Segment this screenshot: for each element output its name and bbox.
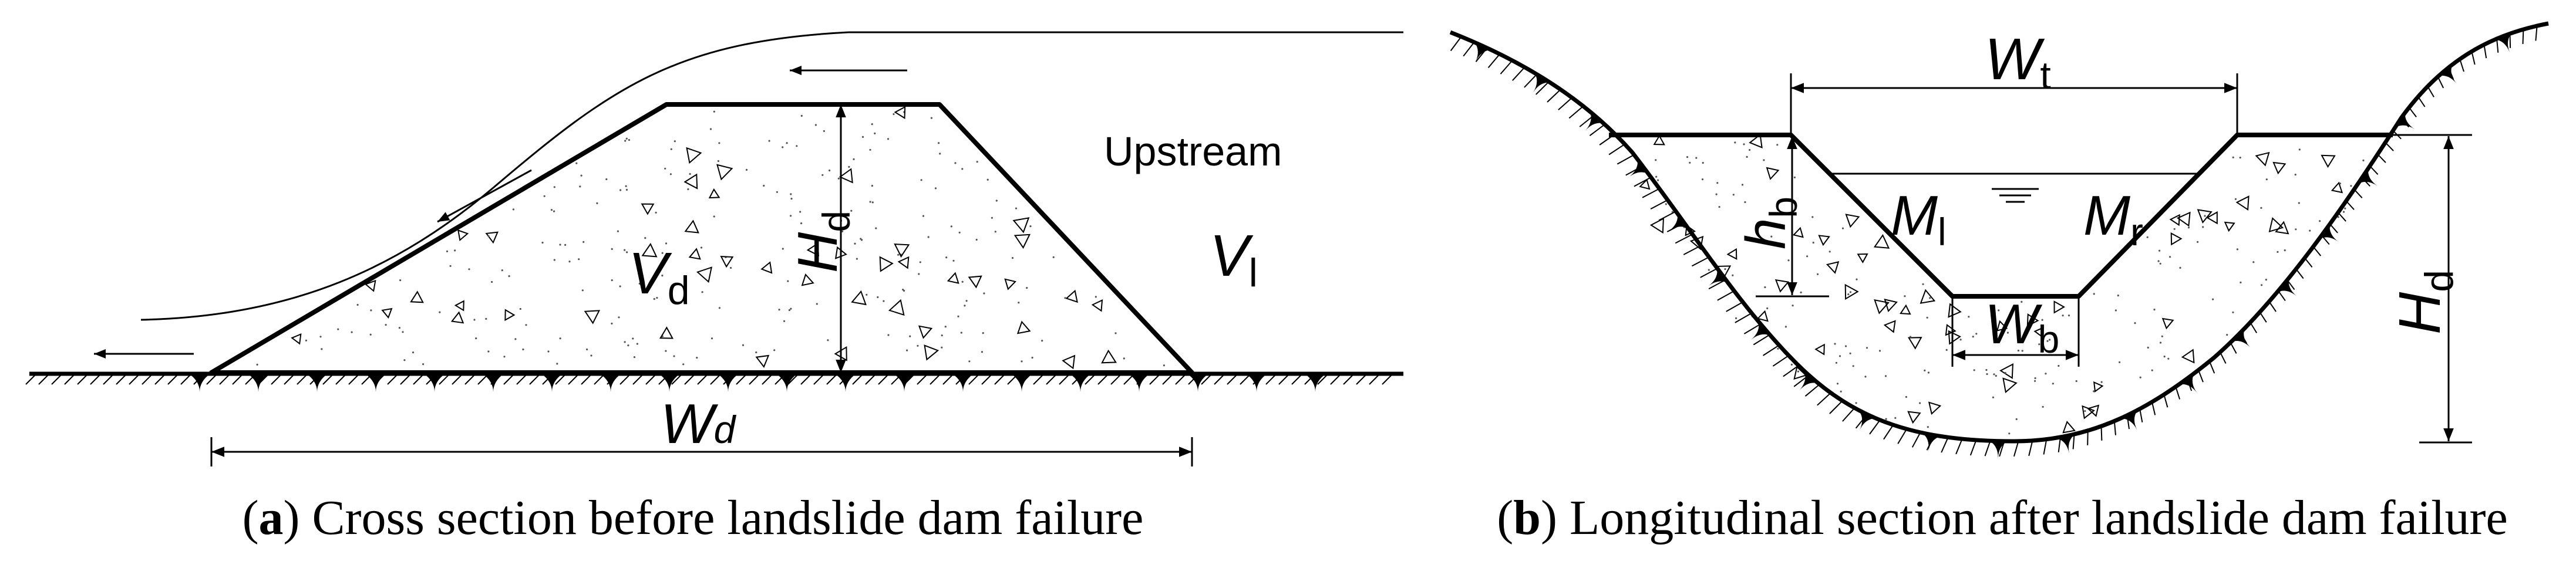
- dam-body: [209, 102, 1194, 375]
- water-level-symbol: [1992, 188, 2039, 203]
- flow-arrow-slope: [437, 169, 532, 223]
- wb-label: Wb: [1985, 293, 2059, 361]
- hd-label-a: Hd: [786, 211, 858, 273]
- vl-label: Vl: [1210, 223, 1258, 295]
- hd-label-b: Hd: [2387, 270, 2461, 334]
- wd-label: Wd: [661, 393, 737, 455]
- water-surface-line: [140, 31, 1403, 321]
- panel-a: Hd Wd Vd Vl Upstream (a) Cross section b…: [25, 31, 1403, 545]
- caption-b: (b) Longitudinal section after landslide…: [1497, 491, 2508, 545]
- mr-label: Mr: [2083, 184, 2143, 253]
- upstream-label: Upstream: [1104, 129, 1282, 174]
- vd-label: Vd: [628, 241, 690, 313]
- ml-label: Ml: [1891, 184, 1947, 253]
- remnant-texture: [1639, 133, 2365, 435]
- valley-hatching: [1450, 25, 2538, 459]
- caption-a: (a) Cross section before landslide dam f…: [243, 491, 1144, 545]
- wt-label: Wt: [1985, 26, 2051, 97]
- breach-outline: [1609, 133, 2393, 299]
- hb-label: hb: [1735, 197, 1805, 249]
- panel-b: Wt hb Wb Ml Mr Hd (b) Longitudinal secti…: [1449, 21, 2549, 545]
- ground-hatching: [25, 374, 1392, 392]
- dam-remnant-body: [1609, 135, 2393, 441]
